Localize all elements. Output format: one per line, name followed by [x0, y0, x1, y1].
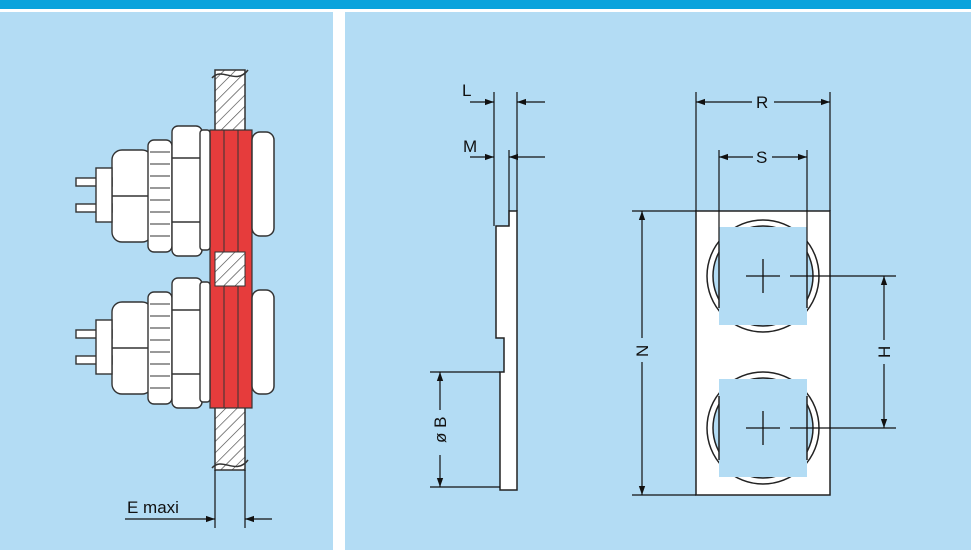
- hole-centers: [746, 259, 780, 445]
- connector-top: [75, 125, 211, 257]
- header-bar: [0, 0, 971, 9]
- h-dimension: [790, 275, 896, 429]
- left-panel: [0, 12, 333, 550]
- b-dimension: [430, 371, 500, 488]
- plate-side-view: [495, 210, 518, 491]
- e-maxi-dimension: [125, 470, 272, 528]
- front-bezel-top: [251, 131, 275, 237]
- l-dimension: [470, 92, 545, 226]
- m-dimension: [470, 150, 545, 211]
- connector-bottom: [75, 277, 211, 409]
- n-label: N: [633, 345, 652, 357]
- l-label: L: [462, 81, 471, 100]
- s-dimension: [718, 150, 808, 244]
- plate-front-view: [695, 210, 831, 496]
- right-panel: [345, 12, 971, 550]
- s-label: S: [756, 148, 767, 167]
- r-dimension: [695, 92, 831, 211]
- h-label: H: [875, 346, 894, 358]
- n-dimension: [632, 210, 696, 496]
- front-bezel-bottom: [251, 289, 275, 395]
- e-maxi-label: E maxi: [127, 498, 179, 517]
- r-label: R: [756, 93, 768, 112]
- b-label: ø B: [431, 417, 450, 443]
- m-label: M: [463, 137, 477, 156]
- panel-section-view: [209, 69, 275, 471]
